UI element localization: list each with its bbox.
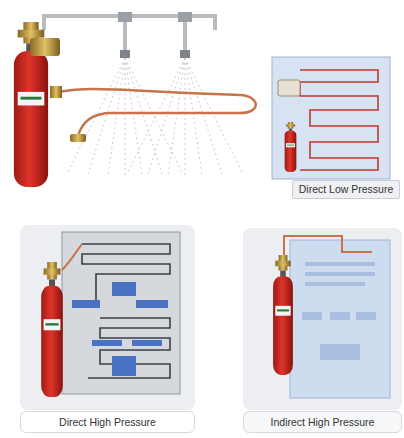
caption-text: Indirect High Pressure xyxy=(271,416,375,429)
caption-box: Direct High Pressure xyxy=(20,411,195,433)
caption-box: Indirect High Pressure xyxy=(243,411,402,433)
caption-box: Direct Low Pressure xyxy=(292,180,400,199)
caption-text: Direct Low Pressure xyxy=(299,183,394,196)
caption-text: Direct High Pressure xyxy=(59,416,156,429)
